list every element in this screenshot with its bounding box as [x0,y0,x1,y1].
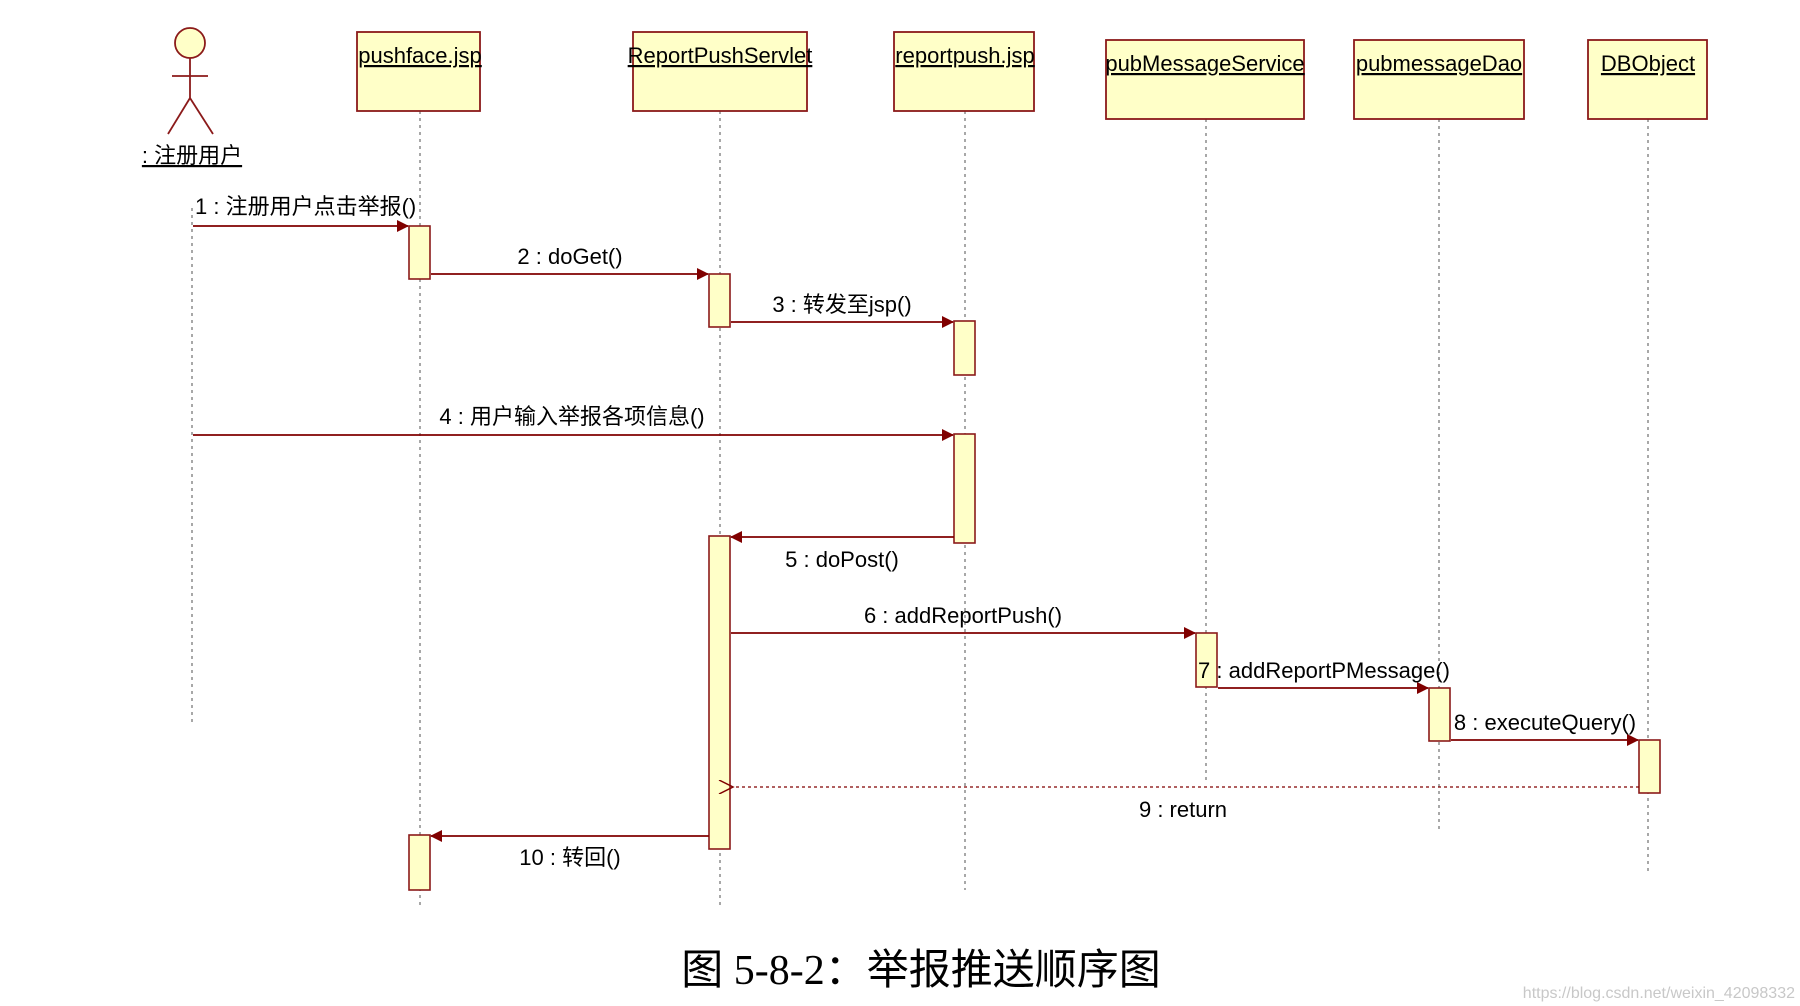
message-label-6: 6 : addReportPush() [864,603,1062,628]
activation-servlet-2 [708,535,731,850]
activation-dao [1428,687,1451,742]
actor-right-leg [189,97,214,135]
object-box-servlet [632,31,808,112]
message-label-3: 3 : 转发至jsp() [772,292,911,317]
activation-reportpush-1 [953,320,976,376]
message-label-8: 8 : executeQuery() [1454,710,1636,735]
object-label-dao: pubmessageDao [1356,51,1522,76]
activation-pushface-2 [408,834,431,891]
object-box-pushface [356,31,481,112]
actor-head [174,27,206,59]
object-label-reportpush: reportpush.jsp [895,43,1034,68]
object-headers: pushface.jsp ReportPushServlet reportpus… [356,31,1708,120]
messages [193,220,1639,842]
message-label-1: 1 : 注册用户点击举报() [195,194,416,219]
activation-pushface-1 [408,225,431,280]
object-label-servlet: ReportPushServlet [628,43,813,68]
object-label-pushface: pushface.jsp [358,43,482,68]
activation-service [1195,632,1218,688]
object-label-service: pubMessageService [1105,51,1304,76]
object-label-db: DBObject [1601,51,1695,76]
activation-reportpush-2 [953,433,976,544]
activation-servlet-1 [708,273,731,328]
message-label-2: 2 : doGet() [517,244,622,269]
message-label-4: 4 : 用户输入举报各项信息() [439,404,704,429]
actor-label: : 注册用户 [142,143,242,168]
actor-user [167,27,214,135]
activation-bars [408,225,1661,891]
message-label-10: 10 : 转回() [519,845,620,870]
object-box-dao [1353,39,1525,120]
message-labels: 1 : 注册用户点击举报() 2 : doGet() 3 : 转发至jsp() … [195,194,1636,870]
message-label-5: 5 : doPost() [785,547,899,572]
object-box-db [1587,39,1708,120]
activation-db [1638,739,1661,794]
message-label-7: 7 : addReportPMessage() [1198,658,1450,683]
figure-caption: 图 5-8-2：举报推送顺序图 [681,948,1160,994]
object-box-service [1105,39,1305,120]
object-box-reportpush [893,31,1035,112]
watermark: https://blog.csdn.net/weixin_42098332 [1523,985,1795,1002]
message-label-9: 9 : return [1139,797,1227,822]
actor-left-leg [167,97,191,135]
